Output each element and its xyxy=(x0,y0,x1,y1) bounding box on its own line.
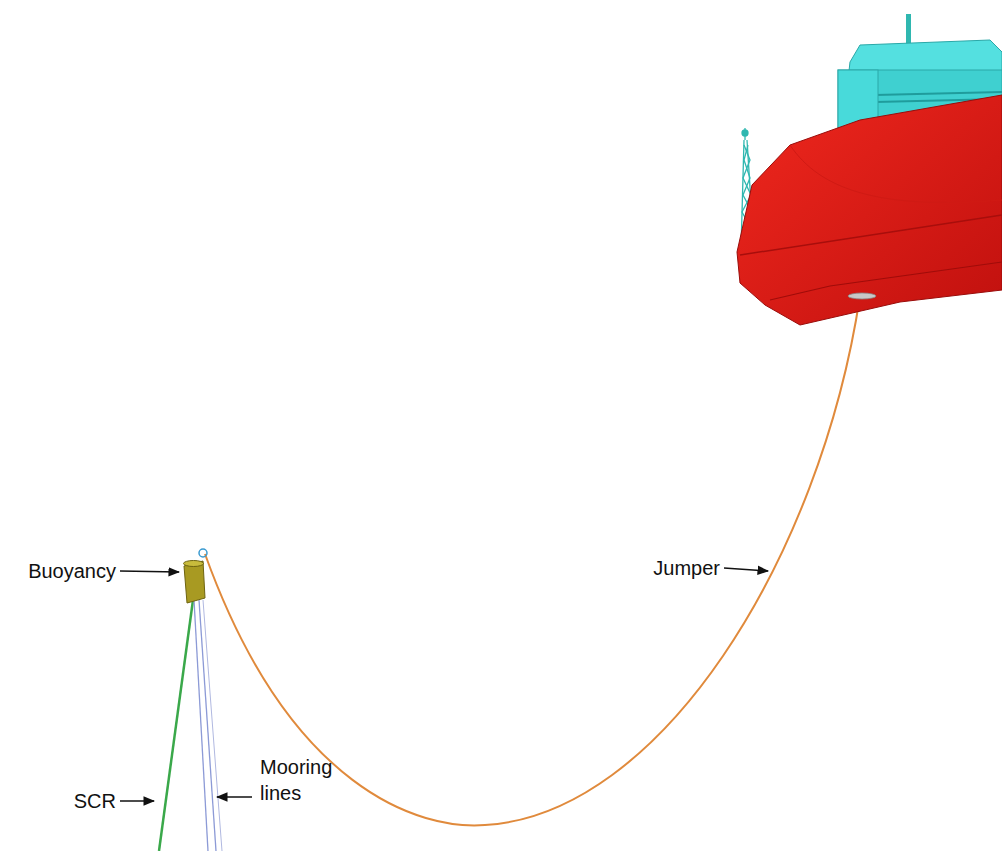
leader-arrow xyxy=(120,800,154,801)
part-label: Jumper xyxy=(653,555,720,581)
jumper-line xyxy=(205,296,860,825)
mooring-line xyxy=(199,600,216,851)
part-label: SCR xyxy=(74,788,116,814)
leader-arrow xyxy=(217,796,252,797)
ship-hull xyxy=(737,95,1002,325)
scr-line xyxy=(159,600,193,851)
mooring-line xyxy=(203,600,222,851)
leader-arrow xyxy=(120,571,179,572)
part-label: Buoyancy xyxy=(28,558,116,584)
part-label: Mooring lines xyxy=(260,754,345,806)
buoyancy-can xyxy=(184,549,208,603)
leader-arrow xyxy=(724,568,768,571)
